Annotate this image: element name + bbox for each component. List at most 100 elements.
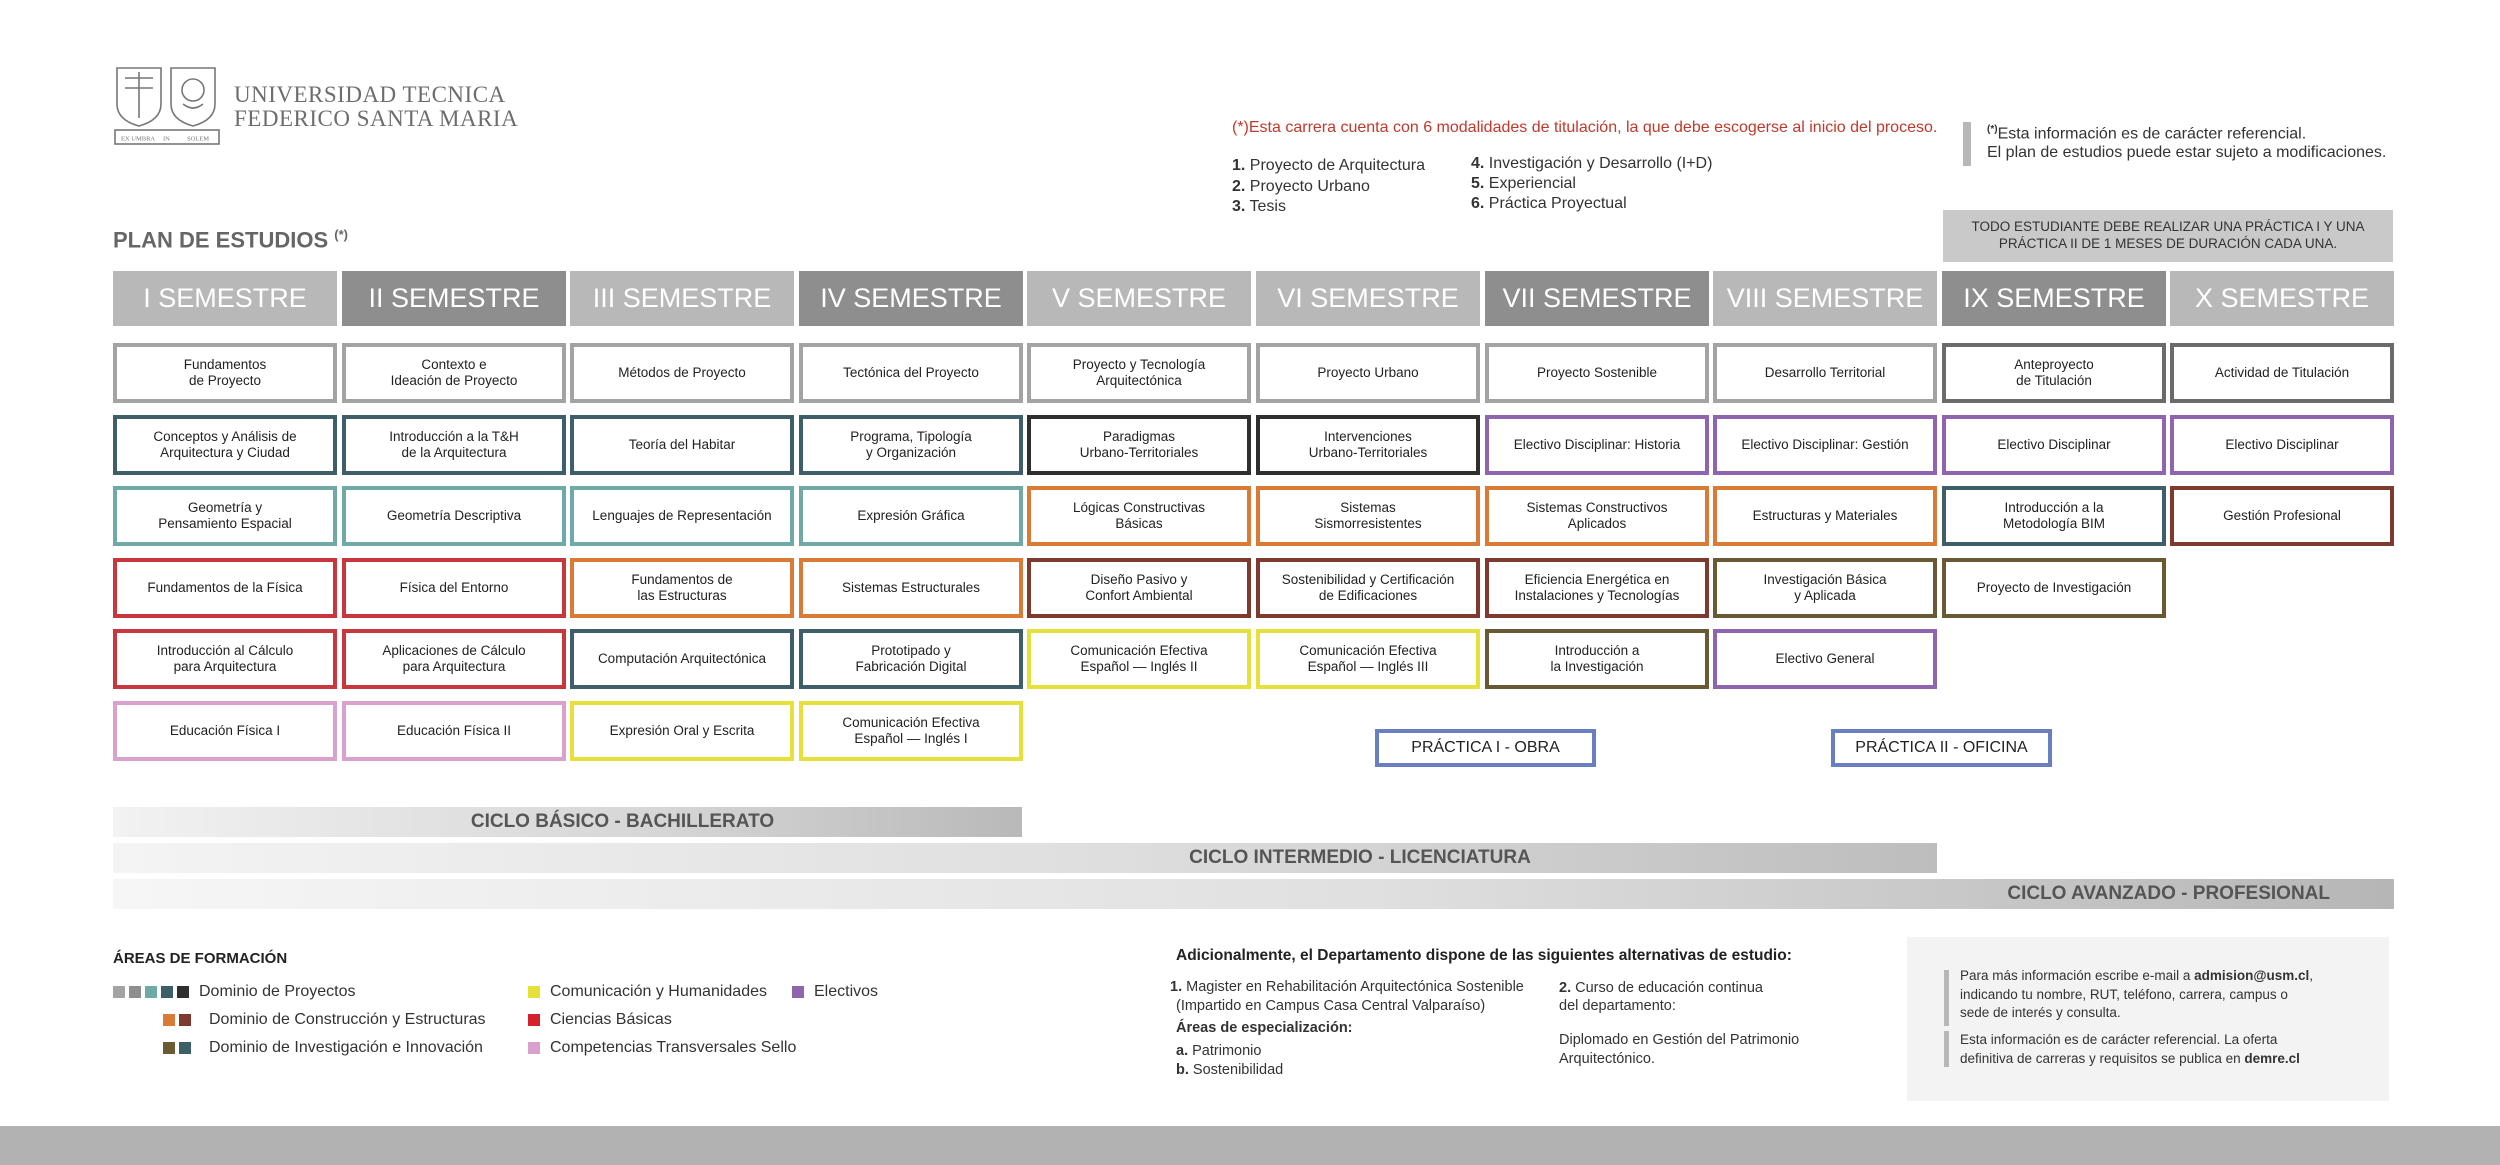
course-box: Programa, Tipología y Organización: [799, 415, 1023, 475]
demre-link[interactable]: demre.cl: [2244, 1051, 2300, 1066]
semester-header: V SEMESTRE: [1027, 271, 1251, 326]
course-box: Geometría Descriptiva: [342, 486, 566, 546]
additional-item1-line1: 1. Magister en Rehabilitación Arquitectó…: [1170, 979, 1524, 995]
legend-construccion: Dominio de Construcción y Estructuras: [163, 1011, 486, 1029]
plan-title: PLAN DE ESTUDIOS (*): [113, 227, 348, 253]
course-box: Electivo Disciplinar: Historia: [1485, 415, 1709, 475]
course-box: Fundamentos de las Estructuras: [570, 558, 794, 618]
specialization-title: Áreas de especialización:: [1176, 1020, 1353, 1036]
practica-2-box: PRÁCTICA II - OFICINA: [1831, 729, 2052, 767]
reference-note-line1: (*)Esta información es de carácter refer…: [1987, 124, 2307, 143]
course-box: Educación Física I: [113, 701, 337, 761]
info-bar: [1944, 1031, 1949, 1067]
reference-note-bar: [1963, 122, 1971, 166]
logo-motto-left: EX UMBRA: [121, 136, 155, 143]
course-box: Contexto e Ideación de Proyecto: [342, 343, 566, 403]
swatch: [113, 986, 125, 998]
course-box: Electivo Disciplinar: Gestión: [1713, 415, 1937, 475]
swatch: [145, 986, 157, 998]
course-box: Introducción a la Metodología BIM: [1942, 486, 2166, 546]
course-box: Educación Física II: [342, 701, 566, 761]
course-box: Diseño Pasivo y Confort Ambiental: [1027, 558, 1251, 618]
course-box: Proyecto Urbano: [1256, 343, 1480, 403]
swatch: [177, 986, 189, 998]
course-box: Actividad de Titulación: [2170, 343, 2394, 403]
swatch: [163, 1042, 175, 1054]
specialization-b: b. Sostenibilidad: [1176, 1062, 1284, 1078]
additional-item1-line2: (Impartido en Campus Casa Central Valpar…: [1176, 998, 1486, 1014]
additional-item2-line1: 2. Curso de educación continua: [1559, 980, 1763, 996]
course-box: Anteproyecto de Titulación: [1942, 343, 2166, 403]
swatch: [528, 986, 540, 998]
areas-title: ÁREAS DE FORMACIÓN: [113, 950, 288, 967]
swatch: [528, 1014, 540, 1026]
practica-requirement-note: TODO ESTUDIANTE DEBE REALIZAR UNA PRÁCTI…: [1943, 210, 2393, 262]
course-box: Fundamentos de la Física: [113, 558, 337, 618]
university-name-line2: FEDERICO SANTA MARIA: [234, 106, 519, 131]
course-box: Sostenibilidad y Certificación de Edific…: [1256, 558, 1480, 618]
semester-header: IV SEMESTRE: [799, 271, 1023, 326]
legend-ciencias: Ciencias Básicas: [528, 1011, 672, 1029]
additional-title: Adicionalmente, el Departamento dispone …: [1176, 947, 1792, 964]
course-box: Proyecto de Investigación: [1942, 558, 2166, 618]
course-box: Proyecto y Tecnología Arquitectónica: [1027, 343, 1251, 403]
semester-header: II SEMESTRE: [342, 271, 566, 326]
specialization-a: a. Patrimonio: [1176, 1043, 1262, 1059]
course-box: Electivo Disciplinar: [1942, 415, 2166, 475]
course-box: Expresión Oral y Escrita: [570, 701, 794, 761]
course-box: Fundamentos de Proyecto: [113, 343, 337, 403]
course-box: Gestión Profesional: [2170, 486, 2394, 546]
cycle-intermedio-bar: CICLO INTERMEDIO - LICENCIATURA: [113, 843, 1937, 873]
course-box: Introducción a la T&H de la Arquitectura: [342, 415, 566, 475]
course-box: Comunicación Efectiva Español — Inglés I…: [1027, 629, 1251, 689]
contact-info-box: [1907, 937, 2389, 1101]
course-box: Lógicas Constructivas Básicas: [1027, 486, 1251, 546]
course-box: Desarrollo Territorial: [1713, 343, 1937, 403]
course-box: Proyecto Sostenible: [1485, 343, 1709, 403]
semester-header: I SEMESTRE: [113, 271, 337, 326]
swatch: [528, 1042, 540, 1054]
mode-item: 6. Práctica Proyectual: [1471, 195, 1627, 212]
legend-proyectos: Dominio de Proyectos: [113, 983, 356, 1001]
additional-item2-line2: del departamento:: [1559, 998, 1676, 1014]
semester-header: VIII SEMESTRE: [1713, 271, 1937, 326]
course-box: Comunicación Efectiva Español — Inglés I: [799, 701, 1023, 761]
course-box: Métodos de Proyecto: [570, 343, 794, 403]
university-logo: EX UMBRA IN SOLEM: [114, 67, 220, 145]
course-box: Electivo General: [1713, 629, 1937, 689]
info-line: indicando tu nombre, RUT, teléfono, carr…: [1960, 987, 2288, 1002]
swatch: [161, 986, 173, 998]
course-box: Introducción a la Investigación: [1485, 629, 1709, 689]
logo-motto-right: SOLEM: [187, 136, 209, 143]
course-box: Conceptos y Análisis de Arquitectura y C…: [113, 415, 337, 475]
course-box: Física del Entorno: [342, 558, 566, 618]
info-line: definitiva de carreras y requisitos se p…: [1960, 1051, 2300, 1066]
university-name-line1: UNIVERSIDAD TECNICA: [234, 82, 506, 107]
course-box: Expresión Gráfica: [799, 486, 1023, 546]
legend-electivos: Electivos: [792, 983, 878, 1001]
mode-item: 1. Proyecto de Arquitectura: [1232, 157, 1426, 174]
legend-comunicacion: Comunicación y Humanidades: [528, 983, 767, 1001]
course-box: Electivo Disciplinar: [2170, 415, 2394, 475]
semester-header: III SEMESTRE: [570, 271, 794, 326]
course-box: Lenguajes de Representación: [570, 486, 794, 546]
semester-header: VI SEMESTRE: [1256, 271, 1480, 326]
info-line: sede de interés y consulta.: [1960, 1005, 2121, 1020]
course-box: Sistemas Estructurales: [799, 558, 1023, 618]
legend-investigacion: Dominio de Investigación e Innovación: [163, 1039, 483, 1057]
logo-motto-center: IN: [163, 136, 170, 143]
cycle-avanzado-bar: CICLO AVANZADO - PROFESIONAL: [113, 879, 2394, 909]
swatch: [179, 1042, 191, 1054]
cycle-basico-bar: CICLO BÁSICO - BACHILLERATO: [113, 807, 1022, 837]
mode-item: 2. Proyecto Urbano: [1232, 178, 1370, 195]
semester-header: IX SEMESTRE: [1942, 271, 2166, 326]
course-box: Comunicación Efectiva Español — Inglés I…: [1256, 629, 1480, 689]
contact-email-link[interactable]: admision@usm.cl: [2194, 968, 2310, 983]
mode-item: 5. Experiencial: [1471, 175, 1576, 192]
info-line: Esta información es de carácter referenc…: [1960, 1032, 2278, 1047]
course-box: Sistemas Sismorresistentes: [1256, 486, 1480, 546]
swatch: [792, 986, 804, 998]
mode-item: 4. Investigación y Desarrollo (I+D): [1471, 155, 1713, 172]
course-box: Estructuras y Materiales: [1713, 486, 1937, 546]
titulation-modes-note: (*)Esta carrera cuenta con 6 modalidades…: [1232, 119, 1938, 136]
